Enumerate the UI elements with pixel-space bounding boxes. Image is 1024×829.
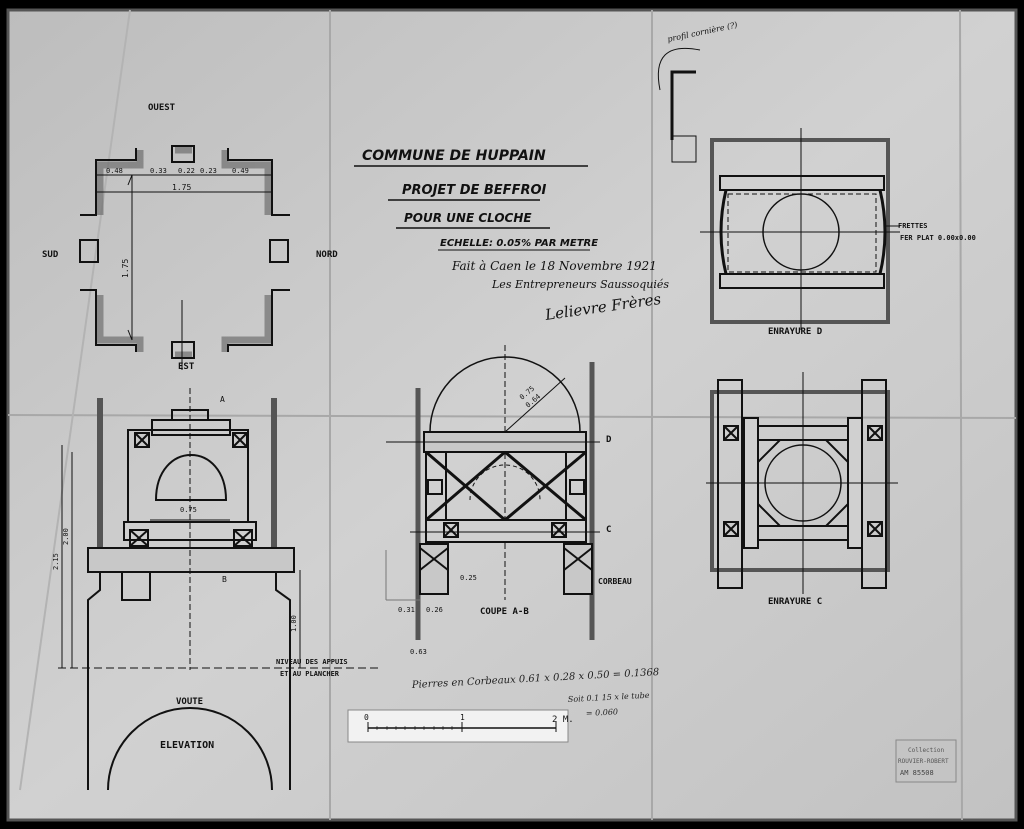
elevation-dim-height-2: 2.00 [62,528,70,545]
section-marker-c: C [606,525,611,535]
elevation-dim-height-3: 1.00 [290,615,298,632]
south-label: SUD [42,250,59,260]
elevation-label: ELEVATION [160,740,214,751]
title-project: PROJET DE BEFFROI [402,183,547,198]
scale-start: 0 [364,713,369,722]
section-dim-1: 0.31 [398,606,415,614]
stamp-line-2: ROUVIER-ROBERT [898,758,949,765]
corbeau-label: CORBEAU [598,577,632,586]
plan-dim-4: 0.23 [200,167,217,175]
voute-label: VOUTE [176,697,203,707]
section-dim-bottom: 0.63 [410,648,427,656]
east-label: EST [178,362,195,372]
elevation-section-a: A [220,395,225,404]
plan-dim-5: 0.49 [232,167,249,175]
elevation-drawing [58,388,380,791]
tower-plan-drawing [79,145,290,370]
stamp-line-1: Collection [908,747,945,754]
scale-bar: 0 1 2 M. [347,709,574,743]
north-label: NORD [316,250,338,260]
elevation-dim-height-1: 2.15 [52,553,60,570]
elevation-labels: A B 0.75 2.15 2.00 1.00 NIVEAU DES APPUI… [52,395,348,751]
plan-dim-2: 0.33 [150,167,167,175]
fold-lines [7,9,1017,821]
coupe-label: COUPE A-B [480,607,529,617]
title-scale: ECHELLE: 0.05% PAR METRE [440,238,598,249]
plan-dim-3: 0.22 [178,167,195,175]
section-dim-low: 0.25 [460,574,477,582]
fer-plat-note: FER PLAT 0.00x0.00 [900,234,976,242]
title-makers: Les Entrepreneurs Saussoquiés [491,278,669,291]
title-bell: POUR UNE CLOCHE [404,211,532,225]
plan-height-total: 1.75 [121,259,130,278]
elevation-section-b: B [222,575,227,584]
plan-width-total: 1.75 [172,183,191,192]
section-marker-d: D [606,435,612,445]
section-dim-2: 0.26 [426,606,443,614]
enrayure-c-label: ENRAYURE C [768,597,822,607]
level-note-2: ET AU PLANCHER [280,670,340,678]
frettes-note: FRETTES [898,222,928,230]
corbeau-calc-note-3: = 0.060 [586,707,619,718]
enrayure-d-drawing [657,47,900,330]
enrayure-d-label: ENRAYURE D [768,327,823,337]
collection-stamp: Collection ROUVIER-ROBERT AM 85508 [895,739,957,783]
stamp-line-3: AM 85508 [900,769,934,777]
section-drawing [385,345,600,640]
enrayure-c-drawing [706,372,898,594]
title-commune: COMMUNE DE HUPPAIN [362,148,546,164]
title-date: Fait à Caen le 18 Novembre 1921 [451,259,657,273]
section-labels: 0.75 0.64 D C CORBEAU 0.25 0.31 0.26 COU… [398,385,632,656]
plan-labels: OUEST SUD NORD EST 0.48 0.33 0.22 0.23 0… [42,103,338,372]
elevation-dim-bell: 0.75 [180,506,197,514]
west-label: OUEST [148,103,176,113]
level-note-1: NIVEAU DES APPUIS [276,658,348,666]
corbeau-calc-note-2: Soit 0.1 15 x le tube [568,691,650,704]
scale-end: 2 M. [552,715,574,725]
plan-dim-1: 0.48 [106,167,123,175]
scale-mid: 1 [460,713,465,722]
